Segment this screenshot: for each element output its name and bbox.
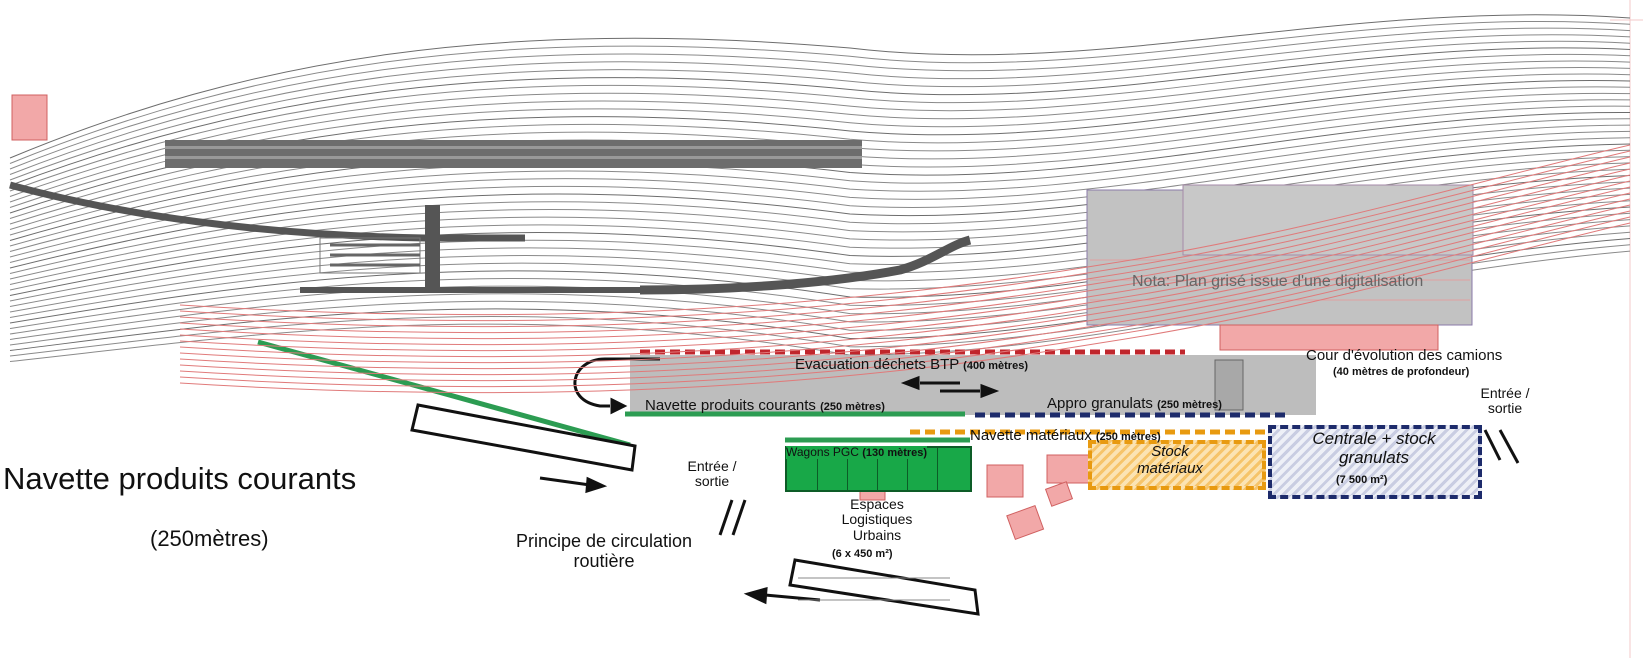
track-line [9, 137, 1631, 263]
red-track-line [179, 168, 1631, 340]
entree-mid-label: Entrée / sortie [687, 458, 737, 490]
wagons-label: Wagons PGC (130 mètres) [786, 445, 928, 460]
navette-inner-label: Navette produits courants (250 mètres) [645, 397, 885, 414]
track-line [9, 124, 1631, 252]
track-line [9, 20, 1631, 164]
red-track-line [179, 210, 1631, 382]
track-line [9, 156, 1631, 280]
centrale-area-label: (7 500 m²) [1336, 474, 1388, 486]
red-track-line [179, 198, 1631, 370]
red-track-line [179, 180, 1631, 352]
stock-materiaux-zone [1088, 440, 1266, 490]
track-line [9, 34, 1631, 175]
red-track-line [179, 204, 1631, 376]
red-tracks [179, 144, 1631, 394]
track-line [9, 14, 1631, 159]
red-track-line [179, 174, 1631, 346]
track-line [9, 111, 1631, 241]
red-track-line [179, 186, 1631, 358]
track-line [9, 66, 1631, 203]
green-tracks [257, 339, 970, 448]
centrale-label: Centrale + stock granulats [1312, 429, 1436, 467]
navette-mat-label: Navette matériaux (250 mètres) [970, 427, 1161, 444]
digitised-zone [1086, 184, 1474, 326]
track-line [9, 130, 1631, 258]
red-track-line [179, 216, 1631, 388]
track-line [9, 40, 1631, 181]
cour-label: Cour d'évolution des camions [1306, 347, 1503, 364]
track-line [9, 143, 1631, 269]
evacuation-label: Evacuation déchets BTP (400 mètres) [795, 356, 1028, 373]
platform-track [9, 140, 972, 295]
buildings [11, 94, 1439, 540]
red-track-line [179, 192, 1631, 364]
espaces-area-label: (6 x 450 m²) [832, 548, 893, 560]
dashed-sidings [640, 349, 1290, 435]
navette-big-label: Navette produits courants [3, 461, 357, 496]
red-track-line [179, 150, 1631, 322]
red-track-line [179, 222, 1631, 394]
track-line [9, 27, 1631, 170]
track-line [9, 47, 1631, 186]
stock-mat-label: Stock matériaux [1137, 443, 1203, 477]
cour-sub-label: (40 mètres de profondeur) [1333, 366, 1470, 378]
red-track-line [179, 162, 1631, 334]
track-line [9, 60, 1631, 197]
road-circulation-arrows [410, 403, 1520, 616]
loading-zone [630, 355, 1316, 415]
scale-bar [798, 577, 950, 601]
track-line [9, 53, 1631, 192]
red-track-line [179, 156, 1631, 328]
red-track-line [179, 144, 1631, 316]
espaces-label: Espaces Logistiques Urbains [841, 496, 913, 543]
entree-right-label: Entrée / sortie [1480, 385, 1530, 417]
nota-label: Nota: Plan grisé issue d'une digitalisat… [1132, 273, 1424, 290]
centrale-zone [1268, 425, 1482, 499]
appro-label: Appro granulats (250 mètres) [1047, 395, 1222, 412]
loop-arrow [573, 357, 1000, 415]
principe-label: Principe de circulation routière [515, 531, 693, 571]
navette-big-len-label: (250mètres) [150, 526, 269, 551]
track-line [9, 118, 1631, 247]
